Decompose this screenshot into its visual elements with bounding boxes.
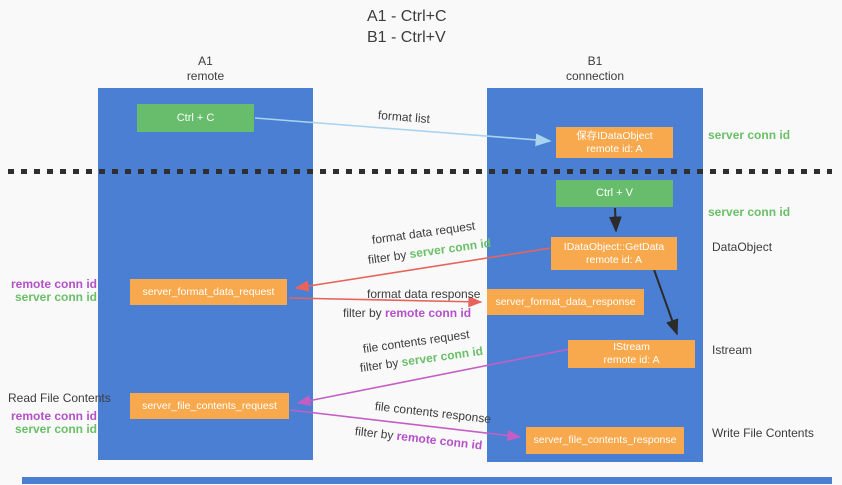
title-line-2: B1 - Ctrl+V	[367, 29, 446, 46]
format-list-label: format list	[377, 108, 431, 127]
column-a1-subtitle: remote	[186, 69, 225, 83]
read-file-contents-label: Read File Contents	[8, 391, 111, 405]
getdata-line1: IDataObject::GetData	[563, 240, 665, 253]
ctrl-v-box: Ctrl + V	[556, 180, 673, 207]
server-format-data-request-box: server_format_data_request	[130, 279, 287, 305]
ctrl-c-box: Ctrl + C	[137, 104, 254, 132]
save-idataobject-line2: remote id: A	[586, 142, 643, 155]
istream-line2: remote id: A	[603, 354, 660, 366]
server-conn-id-left-2: server conn id	[14, 422, 97, 436]
server-format-data-request-label: server_format_data_request	[142, 285, 275, 298]
remote-conn-id-text: remote conn id	[395, 428, 484, 453]
filter-by-remote-conn-id-label-2: filter by remote conn id	[354, 424, 483, 452]
ctrl-v-label: Ctrl + V	[596, 187, 633, 199]
diagram-title: A1 - Ctrl+C B1 - Ctrl+V	[367, 6, 447, 48]
file-contents-response-label: file contents response	[374, 399, 492, 427]
remote-conn-id-text: remote conn id	[385, 306, 472, 320]
server-file-contents-response-box: server_file_contents_response	[526, 427, 684, 454]
column-b1-name: B1	[587, 54, 603, 68]
server-format-data-response-box: server_format_data_response	[487, 289, 644, 315]
server-conn-id-left-1: server conn id	[14, 290, 97, 304]
save-idataobject-box: 保存IDataObject remote id: A	[556, 127, 673, 158]
server-format-data-response-label: server_format_data_response	[495, 295, 636, 308]
column-b1-subtitle: connection	[565, 69, 625, 83]
istream-side-label: Istream	[712, 343, 753, 357]
istream-box: IStream remote id: A	[568, 340, 695, 368]
title-line-1: A1 - Ctrl+C	[367, 8, 447, 25]
server-conn-id-right-mid-label: server conn id	[708, 205, 791, 219]
filter-by-text: filter by	[359, 355, 403, 375]
horizontal-scrollbar[interactable]	[22, 477, 832, 484]
idataobject-getdata-box: IDataObject::GetData remote id: A	[551, 237, 677, 270]
column-a1-name: A1	[198, 54, 213, 68]
left-conn-id-pair-2: remote conn id server conn id	[10, 410, 97, 436]
save-idataobject-line1: 保存IDataObject	[576, 129, 653, 142]
server-conn-id-right-top-label: server conn id	[708, 128, 791, 142]
remote-conn-id-left-1: remote conn id	[10, 277, 97, 291]
filter-by-text: filter by	[354, 424, 398, 443]
getdata-line2: remote id: A	[585, 253, 643, 266]
istream-line1: IStream	[613, 341, 650, 353]
dataobject-label: DataObject	[712, 240, 773, 254]
left-conn-id-pair-1: remote conn id server conn id	[10, 278, 97, 304]
column-header-a1: A1 remote	[98, 54, 313, 84]
filter-by-remote-conn-id-label-1: filter by remote conn id	[343, 306, 471, 320]
server-file-contents-request-box: server_file_contents_request	[130, 393, 289, 419]
server-file-contents-request-label: server_file_contents_request	[142, 399, 277, 412]
write-file-contents-label: Write File Contents	[712, 426, 814, 440]
column-header-b1: B1 connection	[487, 54, 703, 84]
format-data-response-label: format data response	[367, 287, 481, 301]
remote-conn-id-left-2: remote conn id	[10, 409, 97, 423]
server-file-contents-response-label: server_file_contents_response	[533, 434, 677, 446]
filter-by-text: filter by	[343, 306, 386, 320]
filter-by-text: filter by	[367, 247, 411, 267]
ctrl-c-label: Ctrl + C	[176, 111, 215, 124]
